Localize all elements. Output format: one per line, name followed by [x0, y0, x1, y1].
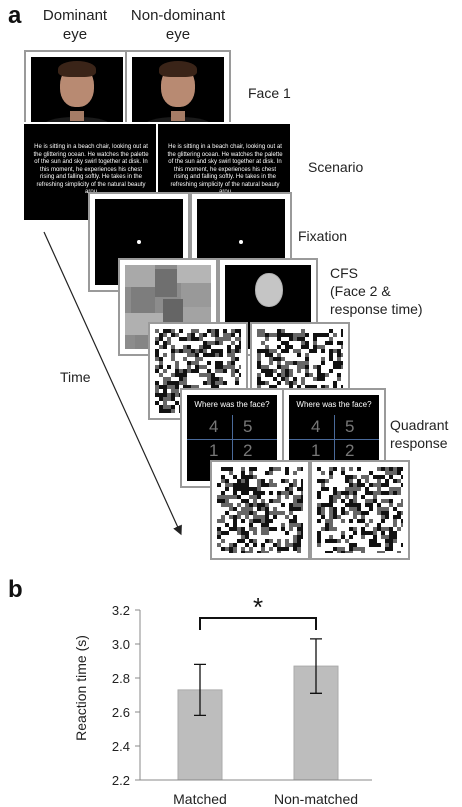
time-arrow — [43, 231, 182, 536]
y-tick-label: 3.0 — [112, 637, 130, 652]
noise-pattern — [317, 467, 403, 553]
fixation-dot-nondominant — [239, 240, 243, 244]
panel-b-letter: b — [8, 576, 23, 603]
reaction-time-bar-chart: Reaction time (s) 2.2 2.4 2.6 2.8 3.0 3.2 Mat… — [73, 592, 372, 807]
step-label-face1: Face 1 — [248, 85, 291, 101]
y-tick-label: 2.4 — [112, 739, 130, 754]
significance-asterisk: * — [253, 592, 263, 622]
quadrant-number-2: 2 — [243, 441, 253, 460]
quadrant-number-1: 1 — [311, 441, 321, 460]
noise-pattern — [217, 467, 303, 553]
step-label-cfs: CFS (Face 2 & response time) — [330, 265, 423, 317]
y-tick-label: 3.2 — [112, 603, 130, 618]
step-label-quadrant: Quadrant response — [390, 417, 449, 451]
quadrant-number-1: 1 — [209, 441, 219, 460]
quadrant-number-5: 5 — [345, 417, 355, 436]
face1-nondominant-image — [132, 57, 224, 133]
quadrant-number-4: 4 — [209, 417, 219, 436]
quadrant-number-4: 4 — [311, 417, 321, 436]
error-bar-non-matched — [310, 638, 322, 694]
non-dominant-eye-label: Non-dominant eye — [130, 7, 226, 43]
quadrant-number-5: 5 — [243, 417, 253, 436]
step-label-fixation: Fixation — [298, 228, 348, 244]
significance-bracket — [199, 617, 317, 630]
step-label-scenario: Scenario — [308, 159, 364, 175]
y-tick-label: 2.6 — [112, 705, 130, 720]
faint-face-image — [255, 273, 283, 307]
y-tick-label: 2.2 — [112, 773, 130, 788]
error-bar-matched — [194, 663, 206, 717]
chart-axes — [139, 610, 372, 781]
fixation-dot-dominant — [137, 240, 141, 244]
dominant-eye-label: Dominant eye — [42, 7, 108, 43]
x-category-label: Non-matched — [274, 791, 358, 807]
noise-mask-nondominant-2 — [310, 460, 410, 560]
quadrant-prompt-nondominant: Where was the face? — [296, 400, 372, 409]
y-axis-label: Reaction time (s) — [73, 635, 89, 741]
face1-dominant-image — [31, 57, 123, 133]
quadrant-prompt-dominant: Where was the face? — [194, 400, 270, 409]
panel-a-letter: a — [8, 2, 22, 29]
x-category-label: Matched — [173, 791, 227, 807]
time-label: Time — [60, 369, 91, 385]
quadrant-number-2: 2 — [345, 441, 355, 460]
y-tick-label: 2.8 — [112, 671, 130, 686]
noise-mask-dominant-2 — [210, 460, 310, 560]
